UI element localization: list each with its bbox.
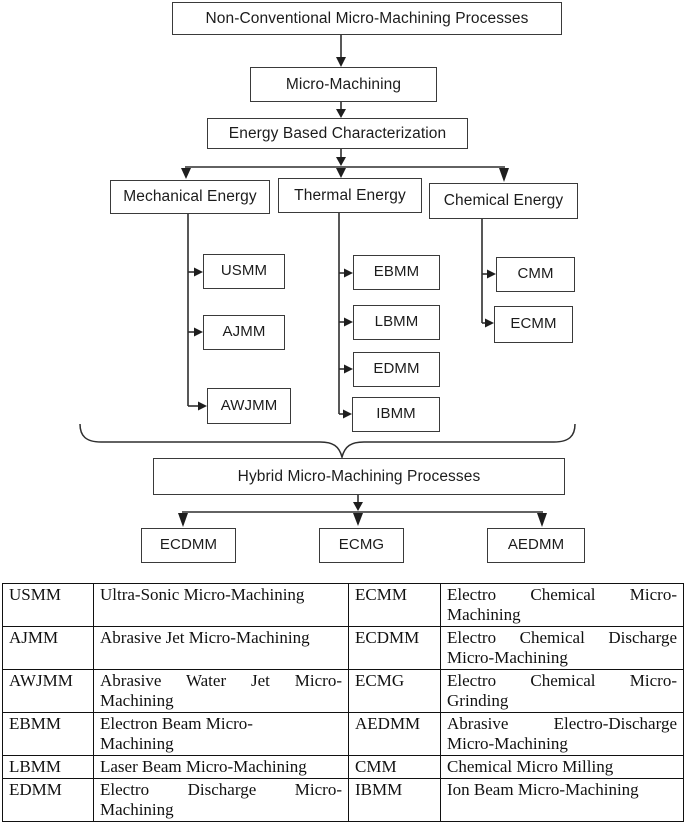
edge-hybrid-children [178, 495, 547, 527]
definition-line: Electro Chemical Micro- [447, 671, 677, 690]
node-mechanical-energy: Mechanical Energy [110, 180, 270, 214]
definition-line: Machining [100, 691, 174, 710]
definition-line: Machining [100, 734, 174, 753]
node-ebmm: EBMM [353, 255, 440, 290]
node-aedmm: AEDMM [487, 528, 585, 563]
definition-line: Electron Beam Micro- [100, 714, 253, 733]
node-ecmm: ECMM [494, 306, 573, 343]
edge-energy-to-branches [181, 149, 509, 182]
definition-cell: Electro Chemical Micro-Grinding [440, 669, 684, 713]
abbreviation-cell: USMM [2, 583, 94, 627]
definition-cell: Abrasive Jet Micro-Machining [93, 626, 349, 670]
definition-line: Abrasive Jet Micro-Machining [100, 628, 310, 647]
node-root: Non-Conventional Micro-Machining Process… [172, 2, 562, 35]
node-ecmg: ECMG [319, 528, 404, 563]
abbreviation-cell: EDMM [2, 778, 94, 822]
abbreviation-cell: AJMM [2, 626, 94, 670]
definition-line: Electro Discharge Micro- [100, 780, 342, 799]
definition-cell: Abrasive Water Jet Micro-Machining [93, 669, 349, 713]
node-usmm: USMM [203, 254, 285, 289]
node-lbmm: LBMM [353, 305, 440, 340]
edge-chemical-children [481, 219, 496, 328]
definition-line: Machining [100, 800, 174, 819]
abbreviation-cell: AEDMM [348, 712, 441, 756]
definition-line: Ultra-Sonic Micro-Machining [100, 585, 305, 604]
abbreviation-cell: ECMG [348, 669, 441, 713]
definition-cell: Ion Beam Micro-Machining [440, 778, 684, 822]
definition-line: Micro-Machining [447, 734, 568, 753]
edge-root-to-micro [336, 35, 346, 67]
definition-line: Machining [447, 605, 521, 624]
definition-cell: Laser Beam Micro-Machining [93, 755, 349, 779]
edge-thermal-children [338, 213, 353, 419]
definition-line: Micro-Machining [447, 648, 568, 667]
abbreviation-cell: IBMM [348, 778, 441, 822]
definition-line: Chemical Micro Milling [447, 757, 614, 776]
node-ajmm: AJMM [203, 315, 285, 350]
abbreviation-cell: CMM [348, 755, 441, 779]
node-micro-machining: Micro-Machining [250, 67, 437, 102]
table-row: LBMM Laser Beam Micro-Machining CMM Chemica… [2, 755, 684, 779]
node-cmm: CMM [496, 257, 575, 292]
definition-cell: Electron Beam Micro-Machining [93, 712, 349, 756]
definition-line: Grinding [447, 691, 509, 710]
node-awjmm: AWJMM [207, 388, 291, 424]
abbreviation-cell: ECDMM [348, 626, 441, 670]
abbreviation-cell: EBMM [2, 712, 94, 756]
node-hybrid-processes: Hybrid Micro-Machining Processes [153, 458, 565, 495]
definition-cell: Electro Discharge Micro-Machining [93, 778, 349, 822]
node-edmm: EDMM [353, 352, 440, 387]
definition-line: Abrasive Electro-Discharge [447, 714, 677, 733]
definition-cell: Ultra-Sonic Micro-Machining [93, 583, 349, 627]
edge-micro-to-energy [336, 102, 346, 118]
definition-line: Laser Beam Micro-Machining [100, 757, 307, 776]
definition-cell: Chemical Micro Milling [440, 755, 684, 779]
node-thermal-energy: Thermal Energy [278, 178, 422, 213]
definition-line: Abrasive Water Jet Micro- [100, 671, 342, 690]
node-ibmm: IBMM [352, 397, 440, 432]
definition-line: Electro Chemical Micro- [447, 585, 677, 604]
node-energy-based-characterization: Energy Based Characterization [207, 118, 468, 149]
definition-line: Electro Chemical Discharge [447, 628, 677, 647]
abbreviation-cell: AWJMM [2, 669, 94, 713]
definition-line: Ion Beam Micro-Machining [447, 780, 639, 799]
gathering-brace [79, 423, 576, 460]
edge-mechanical-children [187, 214, 207, 411]
node-ecdmm: ECDMM [141, 528, 236, 563]
definition-cell: Electro Chemical Micro-Machining [440, 583, 684, 627]
connector-lines [79, 35, 576, 527]
abbreviation-cell: ECMM [348, 583, 441, 627]
abbreviation-cell: LBMM [2, 755, 94, 779]
node-chemical-energy: Chemical Energy [429, 183, 578, 219]
